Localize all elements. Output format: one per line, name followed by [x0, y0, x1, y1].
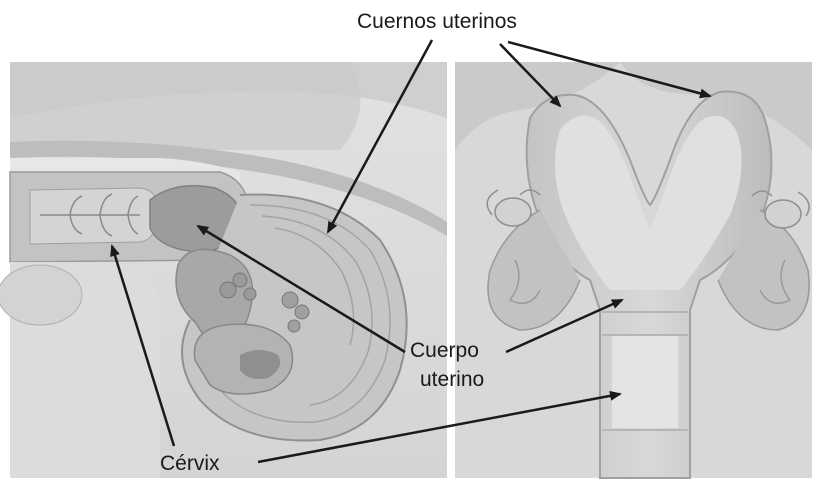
label-cuernos-uterinos: Cuernos uterinos	[357, 10, 517, 34]
lateral-view-panel	[0, 62, 447, 478]
bladder	[0, 265, 82, 325]
cervix-dorsal	[612, 336, 678, 428]
rectum-region	[10, 62, 360, 150]
label-cuerpo-uterino-line1: Cuerpo	[410, 339, 479, 363]
panel-divider	[447, 62, 455, 478]
label-cuerpo-uterino-line2: uterino	[420, 368, 484, 392]
label-cervix: Cérvix	[160, 452, 220, 476]
right-ovary	[765, 200, 801, 228]
cervical-canal	[30, 188, 158, 244]
left-ovary	[495, 198, 531, 226]
